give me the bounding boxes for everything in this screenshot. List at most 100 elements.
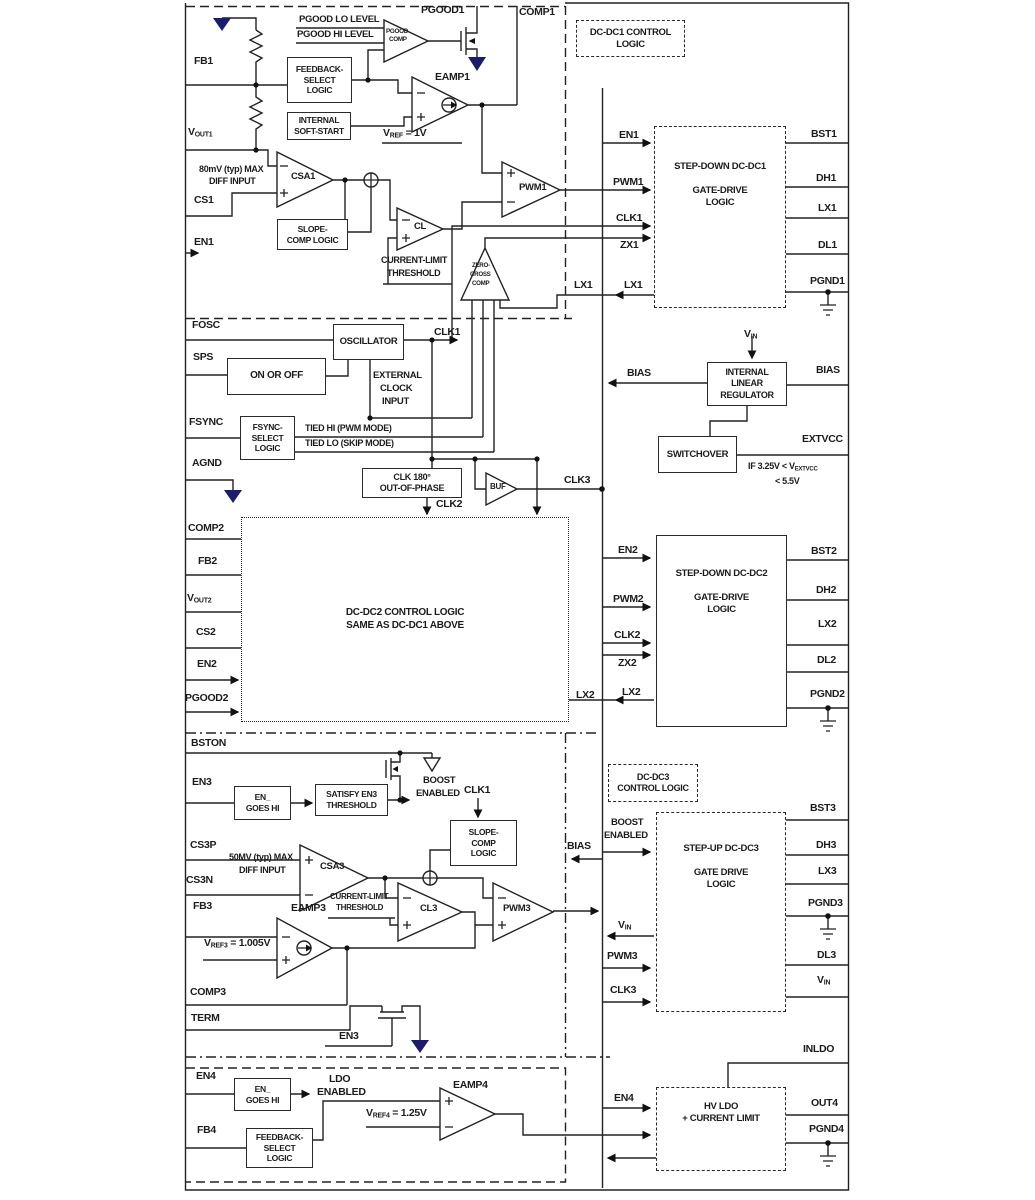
junction-dots [253,77,831,1146]
row-clk3-text: CLK3 [610,984,637,996]
lbl-cl-threshold-1b: THRESHOLD [387,268,441,278]
row-vin3-text: V [618,919,625,931]
agnd-triangle-icon [213,18,231,31]
pin-fb4-text: FB4 [197,1124,216,1136]
lbl-extvcc-cond-1-text: IF 3.25V < V [748,461,795,471]
en-goes-hi-3: EN_GOES HI [234,786,291,820]
pin-dl1-text: DL1 [818,239,837,251]
lbl-cl-threshold-1b-text: THRESHOLD [387,268,441,278]
lbl-pgood-lo-level-text: PGOOD LO LEVEL [299,14,380,25]
row-pwm2: PWM2 [613,594,644,605]
pin-vout2: VOUT2 [187,593,212,606]
pin-fb1-text: FB1 [194,55,213,67]
on-or-off: ON OR OFF [227,358,326,395]
satisfy-en3-threshold-line-0: SATISFY EN3 [326,789,377,800]
lbl-pgood-hi-level-text: PGOOD HI LEVEL [297,29,374,40]
lbl-cl-threshold-1a-text: CURRENT-LIMIT [381,255,448,265]
row-pwm3: PWM3 [607,950,638,962]
eamp1-opamp-icon [411,75,470,134]
cl3-comparator-icon [397,881,464,943]
row-boost-2: ENABLED [604,831,648,841]
lbl-ext-clock-1: EXTERNAL [373,371,422,381]
lbl-ext-clock-1-text: EXTERNAL [373,370,422,381]
gate-drive-logic-2-line-0: STEP-DOWN DC-DC2 [675,568,768,579]
switchover-line-0: SWITCHOVER [666,448,729,460]
gate-drive-logic-3-line-2: GATE DRIVE [693,866,749,878]
lbl-80mv-max-1-text: 80mV (typ) MAX [199,164,264,174]
pin-bst1-text: BST1 [811,128,837,140]
pin-pgood2-text: PGOOD2 [185,692,229,704]
lbl-pgood-comp-2: COMP [389,36,407,43]
en-goes-hi-4: EN_GOES HI [234,1078,291,1111]
pin-lx1-text: LX1 [818,202,837,214]
dc-dc1-control-logic-line-1: LOGIC [616,38,645,50]
pin-pgnd1: PGND1 [810,276,845,287]
pin-dl2-text: DL2 [817,654,836,666]
pin-lx2-text: LX2 [818,618,837,630]
lbl-eamp3: EAMP3 [291,903,326,914]
row-pwm3-text: PWM3 [607,950,638,962]
cl-comparator-icon [396,206,445,252]
earth-ground-icon [820,1155,836,1167]
pin-fb3-text: FB3 [193,900,212,912]
pin-bias: BIAS [816,365,840,376]
lbl-ldo-enabled-1-text: LDO [329,1073,351,1085]
lbl-tied-lo-text: TIED LO (SKIP MODE) [305,438,394,448]
lbl-pgood-comp-1: PGOOD [386,28,408,35]
oscillator-line-0: OSCILLATOR [339,336,398,348]
pin-vout2-subscript: OUT2 [193,597,212,605]
gate-drive-logic-3-line-1 [657,855,785,867]
feedback-select-logic-4-line-1: SELECT [263,1142,296,1153]
pin-inldo-text: INLDO [803,1043,835,1055]
lbl-50mv-max-1-text: 50MV (typ) MAX [229,852,293,862]
pin-cs3p: CS3P [190,840,217,851]
pin-en4-text: EN4 [196,1070,216,1082]
lbl-csa1-text: CSA1 [291,171,316,182]
lbl-ldo-enabled-2: ENABLED [317,1087,366,1098]
lbl-80mv-max-2: DIFF INPUT [209,177,256,186]
lbl-boost-enabled-1: BOOST [423,776,456,786]
row-lx1: LX1 [624,280,643,291]
row-clk2-text: CLK2 [614,629,641,641]
pin-cs2: CS2 [196,627,216,638]
row-zx2: ZX2 [618,658,637,669]
lbl-cl1-text: CL [414,221,427,232]
pin-dl2: DL2 [817,655,836,666]
gate-drive-logic-1-line-0: STEP-DOWN DC-DC1 [674,161,766,172]
dc-dc1-control-logic-line-0: DC-DC1 CONTROL [589,26,672,38]
lbl-cl3-text: CL3 [420,903,438,914]
lbl-zero-cross-3: COMP [472,280,490,287]
earth-ground-icon [820,304,836,316]
dc-dc2-control-logic-line-0: DC-DC2 CONTROL LOGIC [345,607,465,618]
slope-comp-logic-3-line-1: COMP [471,837,496,848]
lbl-vin-reg-subscript: IN [750,333,758,341]
dc-dc1-pin-wires [786,142,848,316]
fsync-select-logic-line-0: FSYNC- [252,422,283,433]
lbl-ext-clock-2: CLOCK [380,383,413,394]
pwm1-comparator-icon [501,160,562,219]
lbl-pgood-comp-1-text: PGOOD [386,28,408,35]
dc-dc2-section-wires [186,538,848,732]
pin-sps: SPS [193,352,213,363]
lbl-eamp1: EAMP1 [435,72,470,83]
lbl-ext-clock-2-text: CLOCK [380,383,413,394]
pin-out4-text: OUT4 [811,1097,838,1109]
pin-bst2: BST2 [811,546,837,557]
internal-linear-regulator-line-2: REGULATOR [720,389,774,400]
lbl-bias-dc3-text: BIAS [567,840,591,852]
lbl-en3-term: EN3 [339,1031,359,1042]
lbl-eamp4-text: EAMP4 [453,1079,488,1091]
pin-lx3: LX3 [818,866,837,877]
pin-pgnd3-text: PGND3 [808,897,843,909]
pin-bst3: BST3 [810,803,836,814]
feedback-select-logic-1-line-2: LOGIC [306,85,333,96]
pin-lx2: LX2 [818,618,837,630]
pin-bst2-text: BST2 [811,545,837,557]
pin-fb3: FB3 [193,901,212,912]
pin-comp2: COMP2 [188,523,224,534]
pin-pgnd4: PGND4 [809,1124,844,1135]
pin-agnd: AGND [192,458,222,469]
